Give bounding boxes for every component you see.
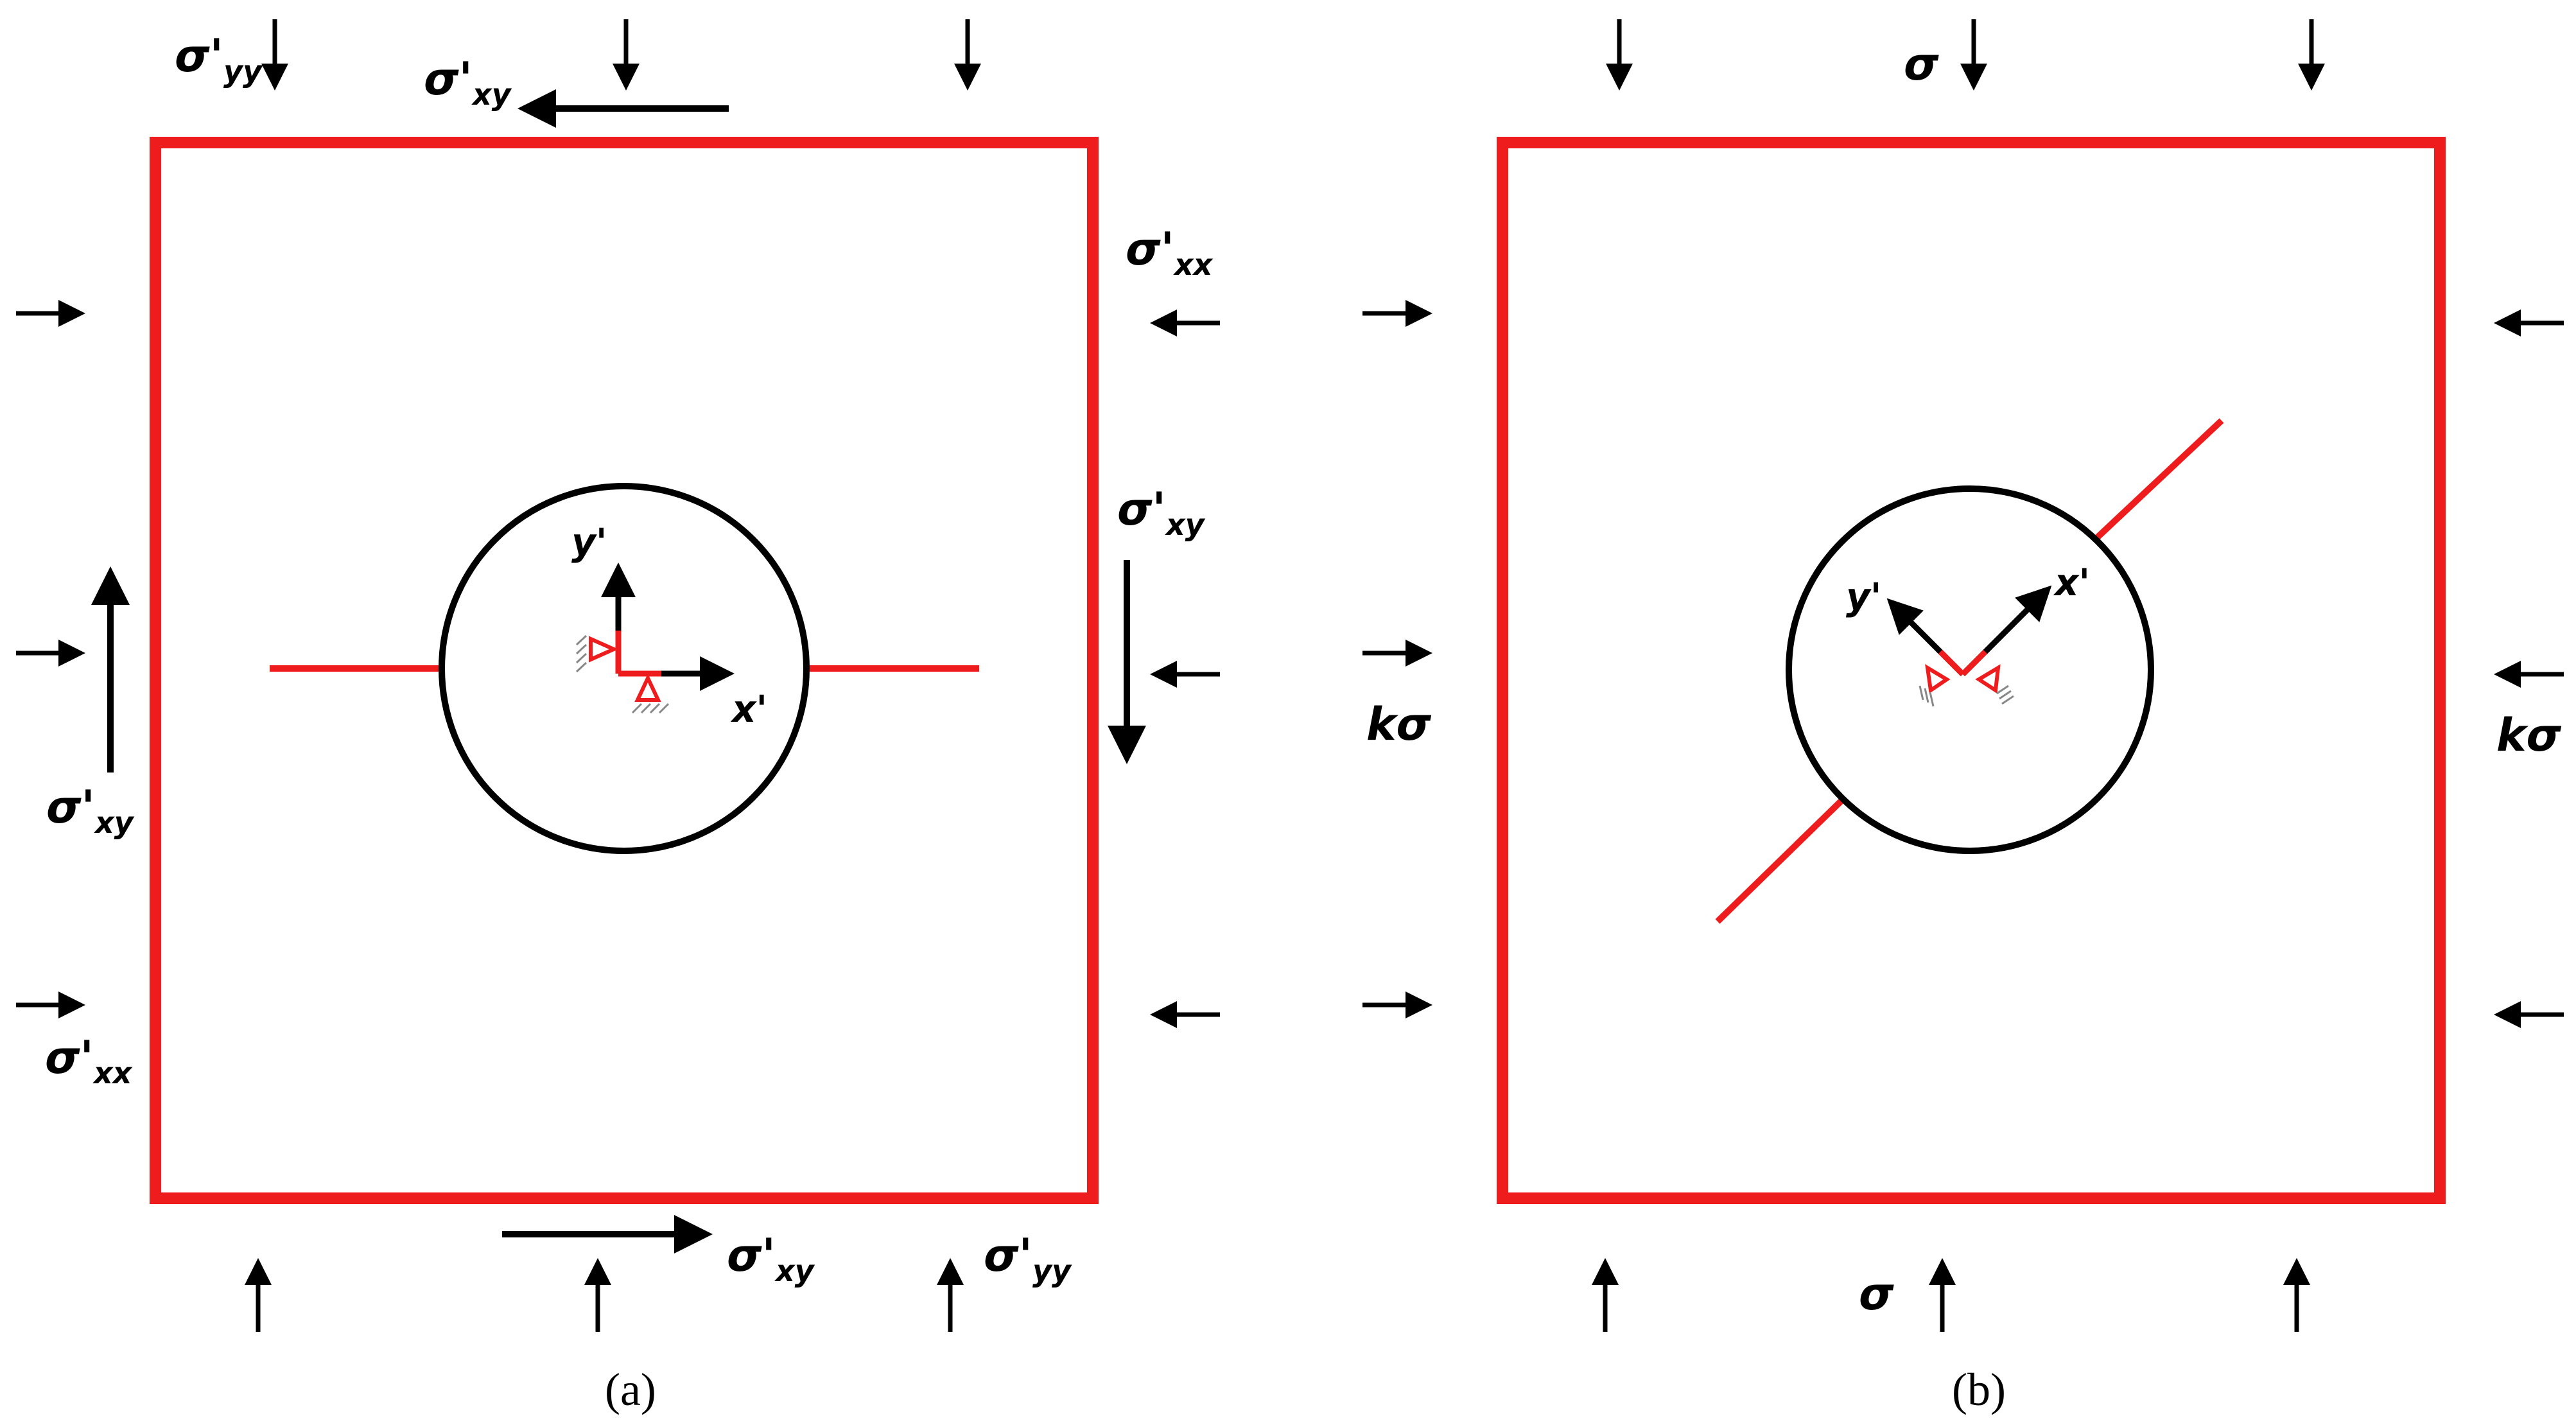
label-b-ksigma-left: kσ [1366,698,1432,751]
label-a-sigma-xy-left: σ'xy [46,781,134,840]
label-b-axis-y: y' [1846,575,1882,618]
panel-b-crack-lower [1715,796,1847,924]
panel-a [16,19,1220,1332]
label-a-sigma-xy-right: σ'xy [1117,483,1205,542]
panel-b [1362,19,2564,1332]
panel-b-axis-corner-x [1960,649,1988,677]
label-a-sigma-xx-right: σ'xx [1126,223,1213,282]
caption-a: (a) [605,1364,656,1415]
panel-a-frame [150,137,1099,1204]
label-a-sigma-yy-bottom: σ'yy [984,1229,1071,1288]
caption-b: (b) [1952,1364,2006,1415]
panel-a-roller-support-vertical [575,634,619,673]
panel-b-roller-support-left [1919,664,1951,707]
label-a-sigma-xy-bottom: σ'xy [727,1229,814,1288]
label-a-axis-x: x' [732,687,768,731]
panel-b-frame [1497,137,2446,1204]
panel-b-roller-support-right [1975,664,2014,705]
label-a-axis-y: y' [571,520,607,564]
panel-b-axis-corner-y [1938,649,1965,677]
panel-a-roller-support-horizontal [631,673,670,714]
label-a-sigma-yy-top: σ'yy [175,30,262,89]
label-b-sigma-top: σ [1904,38,1939,91]
label-b-axis-x: x' [2055,561,2091,604]
label-a-sigma-xy-top: σ'xy [424,53,511,112]
label-b-ksigma-right: kσ [2496,709,2562,762]
label-a-sigma-xx-left: σ'xx [45,1031,132,1090]
label-b-sigma-bottom: σ [1859,1268,1894,1320]
panel-b-hole [1786,485,2154,854]
panel-a-hole [439,483,810,854]
panel-b-crack-upper [2091,418,2224,543]
